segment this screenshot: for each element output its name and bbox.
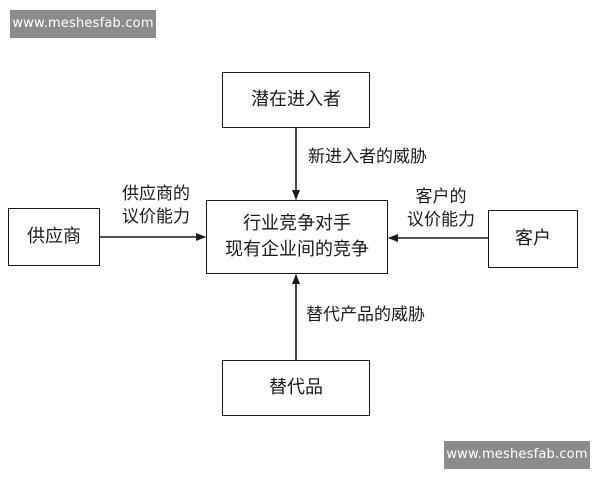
supplier-power-line1: 供应商的 bbox=[122, 184, 190, 204]
supplier-power-label: 供应商的 议价能力 bbox=[108, 183, 204, 229]
supplier-power-line2: 议价能力 bbox=[122, 207, 190, 227]
potential-entrants-text: 潜在进入者 bbox=[251, 89, 341, 110]
customer-power-label: 客户的 议价能力 bbox=[398, 186, 484, 232]
industry-competitors-line2: 现有企业间的竞争 bbox=[225, 239, 369, 260]
industry-competitors-box: 行业竞争对手 现有企业间的竞争 bbox=[206, 200, 388, 274]
supplier-box: 供应商 bbox=[8, 208, 100, 266]
new-entrants-threat-label: 新进入者的威胁 bbox=[308, 147, 427, 167]
substitutes-text: 替代品 bbox=[269, 377, 323, 398]
supplier-text: 供应商 bbox=[27, 226, 81, 247]
customer-power-line1: 客户的 bbox=[415, 187, 467, 207]
customer-text: 客户 bbox=[515, 228, 551, 249]
watermark-top: www.meshesfab.com bbox=[10, 10, 156, 38]
substitutes-box: 替代品 bbox=[222, 360, 370, 416]
customer-box: 客户 bbox=[488, 210, 578, 268]
customer-power-line2: 议价能力 bbox=[407, 210, 475, 230]
potential-entrants-box: 潜在进入者 bbox=[222, 72, 370, 128]
industry-competitors-line1: 行业竞争对手 bbox=[243, 213, 351, 234]
substitutes-threat-label: 替代产品的威胁 bbox=[306, 305, 425, 325]
watermark-bottom: www.meshesfab.com bbox=[444, 441, 590, 469]
